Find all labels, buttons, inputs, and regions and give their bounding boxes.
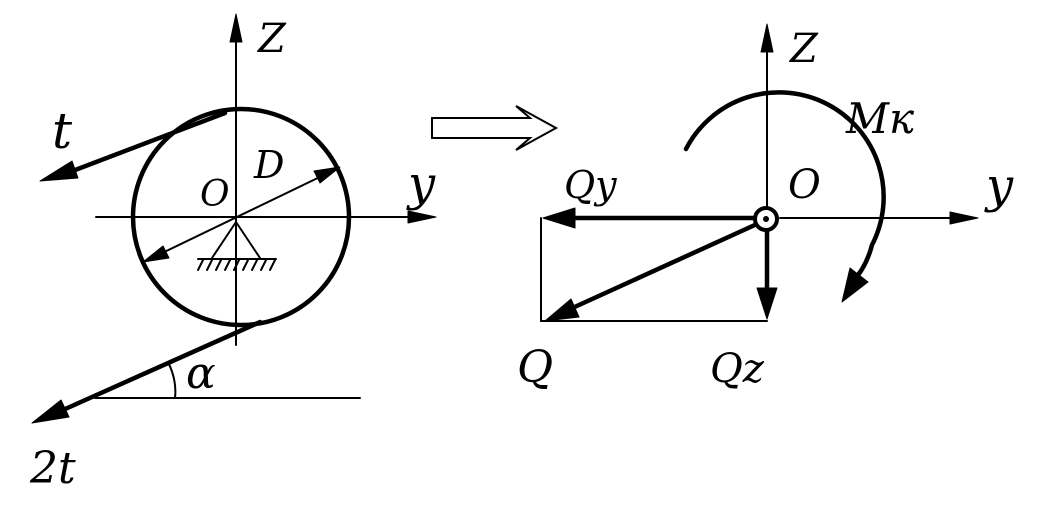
left-pulley-figure [31, 13, 437, 424]
tension-t-label: t [52, 102, 73, 160]
left-origin-label: O [200, 174, 230, 215]
left-z-axis-arrowhead [229, 13, 243, 43]
diameter-arrowhead-upper [313, 166, 341, 184]
right-z-axis-arrowhead [760, 23, 774, 53]
tension-2t-line [51, 319, 263, 417]
angle-label: α [186, 348, 216, 399]
tension-t-arrowhead [39, 160, 79, 182]
right-origin-dot [763, 216, 769, 222]
force-qz-arrowhead [756, 287, 778, 320]
moment-label: Mк [845, 94, 915, 143]
diameter-arrowhead-lower [142, 245, 170, 263]
force-qz-label: Qz [710, 346, 765, 392]
moment-arrowhead [841, 267, 869, 303]
moment-arc [683, 90, 886, 285]
force-qy-arrowhead [542, 207, 576, 229]
pin-support [197, 220, 277, 271]
right-y-label: y [984, 158, 1014, 214]
right-y-axis-arrowhead [949, 211, 979, 225]
diameter-label: D [253, 143, 284, 187]
left-z-label: Z [256, 16, 287, 62]
tension-2t-arrowhead [31, 399, 70, 424]
left-y-axis-arrowhead [407, 210, 437, 224]
transition-arrow-icon [431, 105, 559, 151]
right-force-figure [540, 23, 979, 322]
tension-t-line [59, 110, 228, 178]
force-q-label: Q [517, 342, 553, 393]
left-y-label: y [406, 156, 436, 212]
diameter-line [155, 173, 327, 257]
tension-2t-label: 2t [29, 443, 76, 494]
force-q-arrowhead [544, 298, 580, 322]
angle-arc [167, 361, 177, 399]
right-origin-label: O [788, 162, 821, 208]
right-z-label: Z [788, 26, 819, 72]
force-qy-label: Qy [564, 163, 617, 207]
force-q-line [565, 221, 760, 313]
